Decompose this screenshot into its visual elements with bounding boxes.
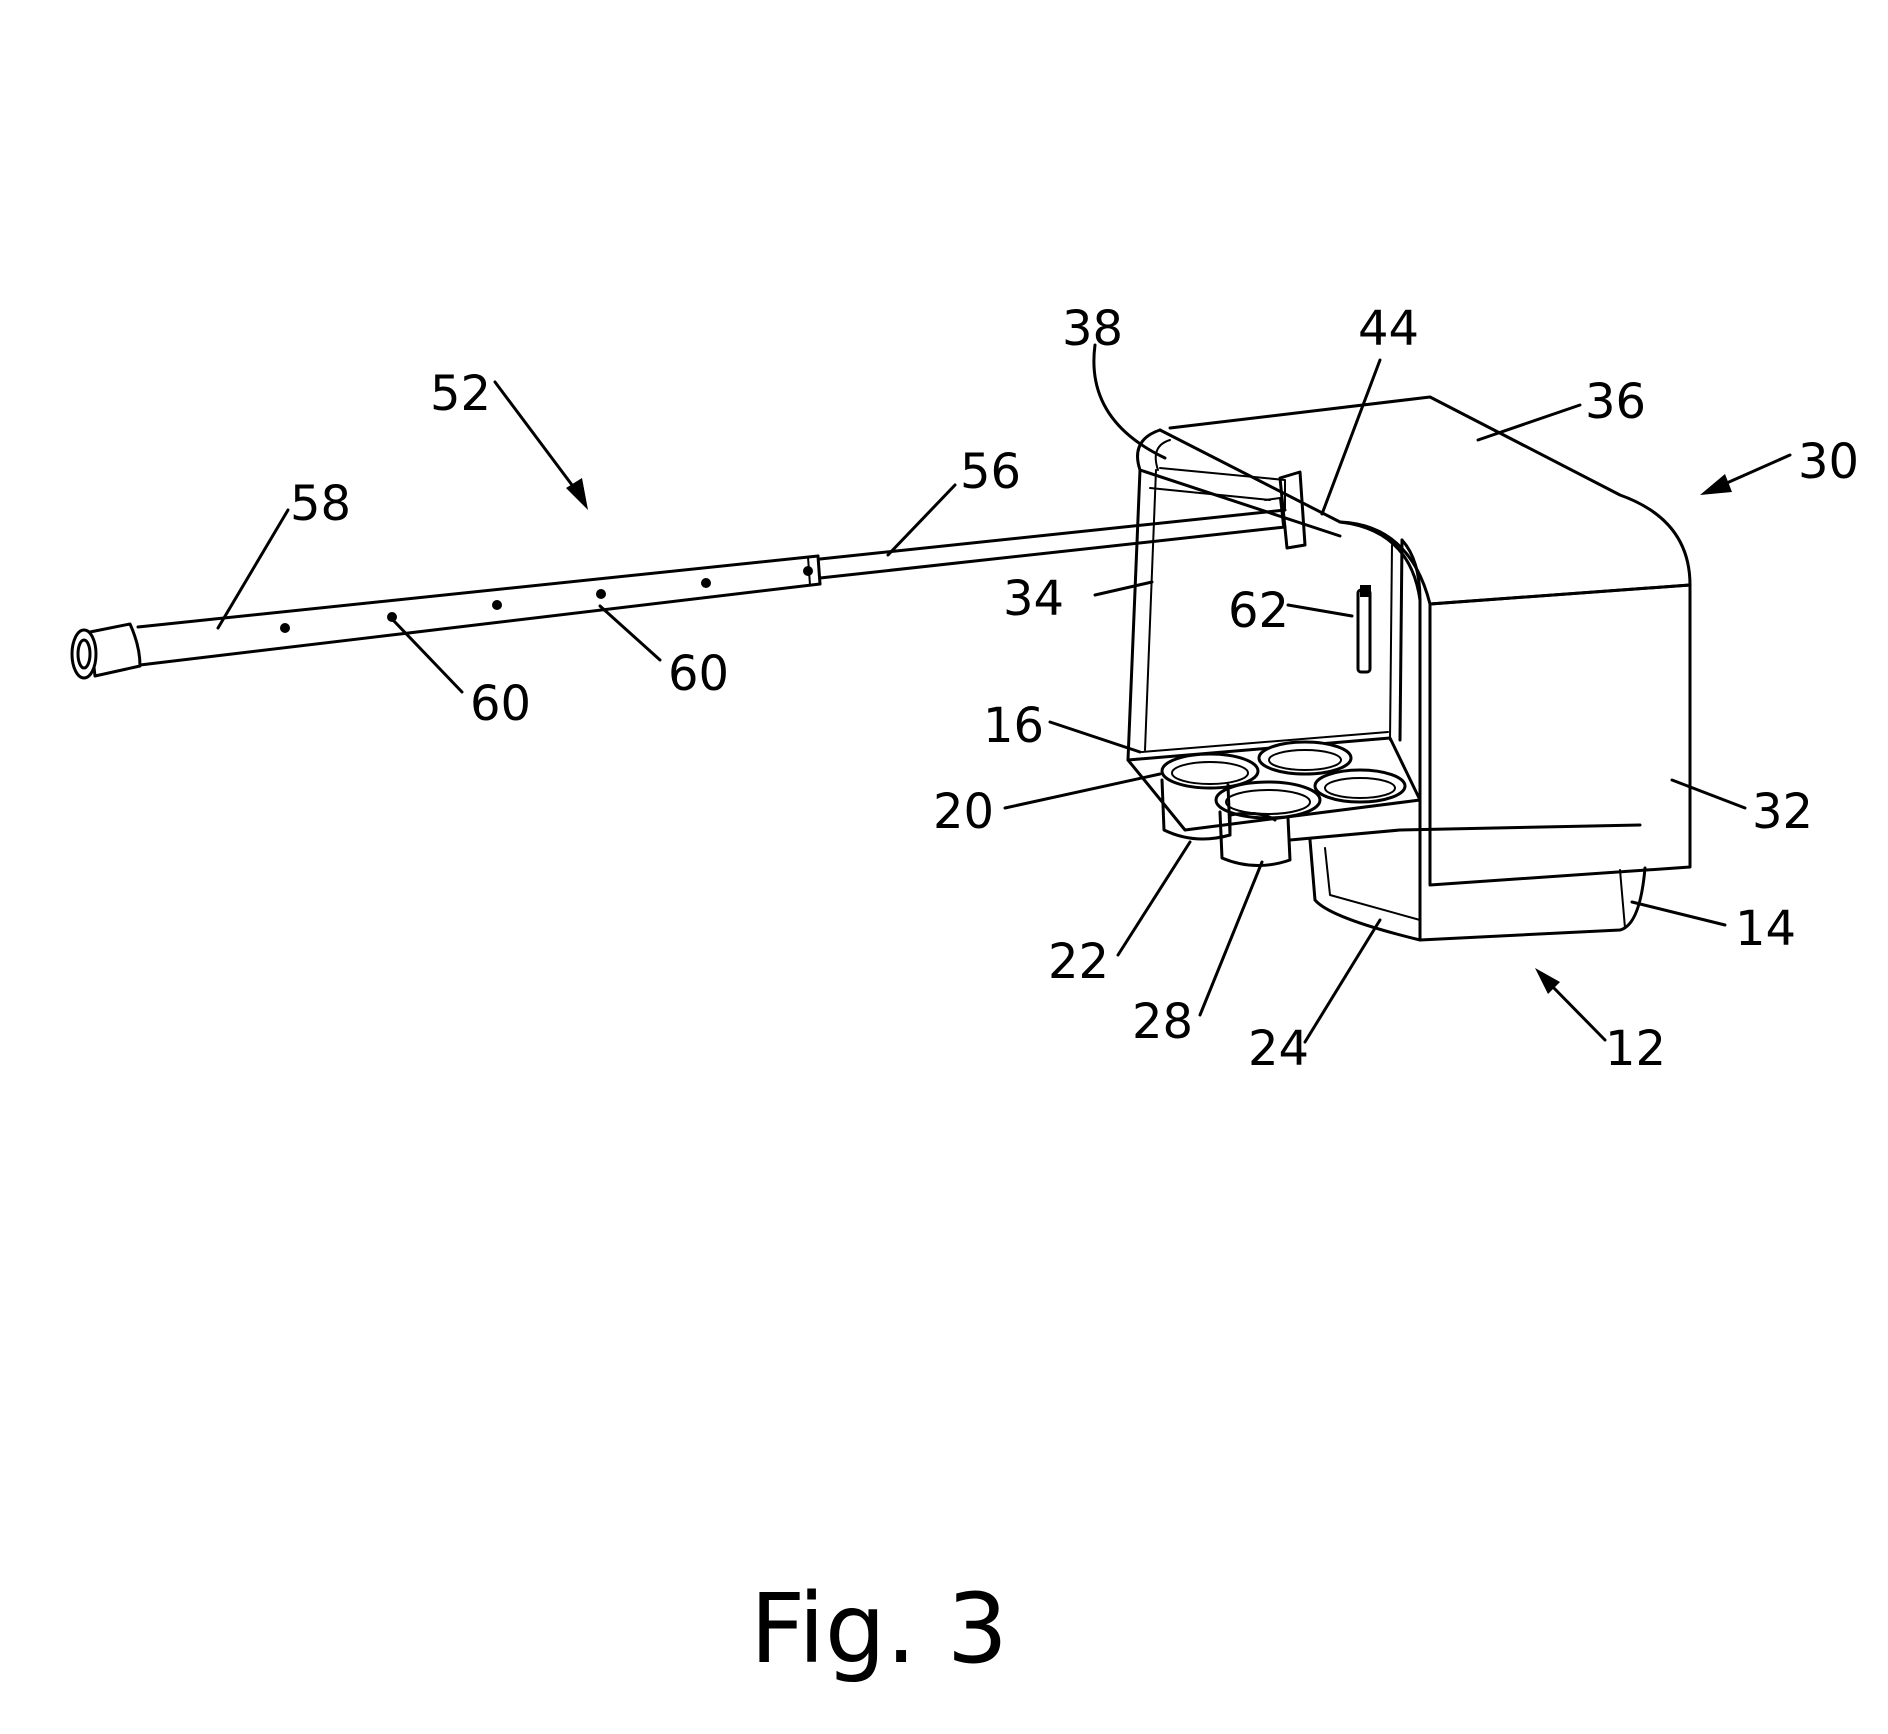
storage-bin [1310,840,1645,940]
figure-caption: Fig. 3 [750,1573,1008,1685]
ref-58: 58 [290,476,351,532]
tray-base [1128,732,1645,940]
ref-44: 44 [1358,301,1419,357]
ref-34: 34 [1003,571,1064,627]
hole [596,589,606,599]
hole [701,578,711,588]
ref-32: 32 [1752,784,1813,840]
latch [1358,585,1371,672]
hole [492,600,502,610]
ref-14: 14 [1735,901,1796,957]
adjustment-holes [280,566,813,633]
canopy-housing [1128,397,1690,885]
ref-20: 20 [933,784,994,840]
ref-52: 52 [430,366,491,422]
ref-38: 38 [1062,301,1123,357]
ref-22: 22 [1048,934,1109,990]
ref-12: 12 [1605,1021,1666,1077]
ref-60-a: 60 [470,676,531,732]
ref-16: 16 [983,698,1044,754]
ref-28: 28 [1132,994,1193,1050]
pole-end-cap [72,624,140,678]
ref-60-b: 60 [668,646,729,702]
ref-62: 62 [1228,583,1289,639]
ref-30: 30 [1798,434,1859,490]
hole [280,623,290,633]
inner-tube [820,510,1285,578]
ref-24: 24 [1248,1021,1309,1077]
ref-36: 36 [1585,374,1646,430]
ref-56: 56 [960,444,1021,500]
reference-numerals: 58 52 56 60 60 38 44 36 30 34 62 16 20 3… [290,301,1859,1077]
cup-holder [1216,782,1320,818]
hole [803,566,813,576]
